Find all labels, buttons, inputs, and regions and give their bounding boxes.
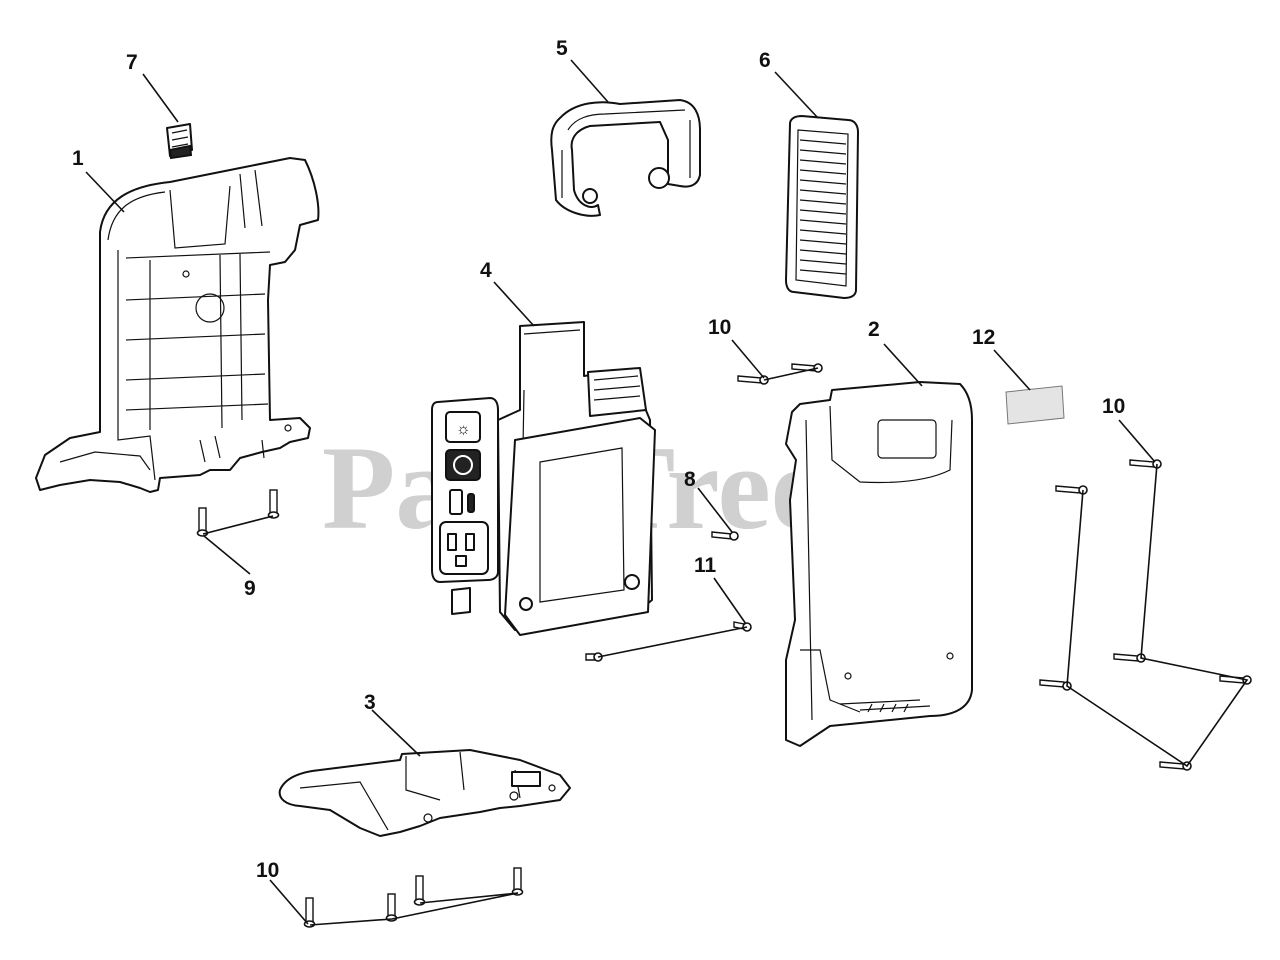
part-10-screws-right-icon[interactable] xyxy=(1039,459,1252,771)
part-1-rear-housing-icon[interactable] xyxy=(35,157,320,493)
callout-7: 7 xyxy=(126,51,138,74)
part-4-circuit-board-icon[interactable]: ☼ xyxy=(431,321,656,636)
callout-9: 9 xyxy=(244,577,256,600)
callout-1: 1 xyxy=(72,147,84,170)
part-12-label-icon[interactable] xyxy=(1005,385,1065,425)
part-3-base-icon[interactable] xyxy=(278,749,571,837)
callout-2: 2 xyxy=(868,318,880,341)
callout-8: 8 xyxy=(684,468,696,491)
part-6-grille-icon[interactable] xyxy=(785,115,859,299)
callout-11: 11 xyxy=(694,554,717,577)
callout-leaders xyxy=(85,59,1156,925)
callout-10-right: 10 xyxy=(1102,395,1125,418)
callout-10-bottom: 10 xyxy=(256,859,279,882)
part-10-screws-top-icon[interactable] xyxy=(737,363,823,385)
callout-10-top: 10 xyxy=(708,316,731,339)
callout-12: 12 xyxy=(972,326,995,349)
part-5-handle-icon[interactable] xyxy=(550,99,701,217)
part-7-clip-icon[interactable] xyxy=(166,123,193,160)
callout-5: 5 xyxy=(556,37,568,60)
callout-6: 6 xyxy=(759,49,771,72)
part-11-screws-icon[interactable] xyxy=(585,621,752,662)
part-9-screws-icon[interactable] xyxy=(196,489,280,537)
part-8-screw-icon[interactable] xyxy=(711,531,739,541)
svg-text:☼: ☼ xyxy=(456,421,471,438)
callout-4: 4 xyxy=(480,259,492,282)
part-10-screws-bottom-icon[interactable] xyxy=(303,867,524,928)
part-2-front-housing-icon[interactable] xyxy=(785,381,973,747)
callout-3: 3 xyxy=(364,691,376,714)
